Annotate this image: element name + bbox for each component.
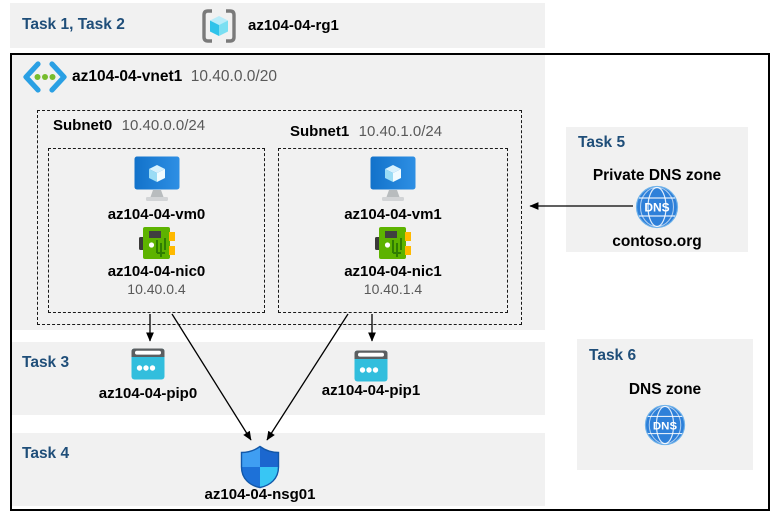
pip0-name: az104-04-pip0 <box>98 385 198 402</box>
subnet0-name: Subnet0 <box>53 117 113 134</box>
task1-2-band: Task 1, Task 2 az104-04-rg1 <box>10 3 545 48</box>
dns-icon-text: DNS <box>653 420 678 432</box>
private-dns-zone-title: Private DNS zone <box>592 167 722 184</box>
task3-band: Task 3 <box>10 342 545 415</box>
subnet1-name: Subnet1 <box>290 123 350 140</box>
vm0-name: az104-04-vm0 <box>107 206 206 223</box>
subnet1-cidr: 10.40.1.0/24 <box>358 123 443 140</box>
vm1-icon <box>370 156 416 203</box>
subnet0-cidr: 10.40.0.0/24 <box>121 117 206 134</box>
resource-group-icon <box>200 7 238 45</box>
subnet0-title: Subnet0 10.40.0.0/24 <box>53 117 205 135</box>
task3-label: Task 3 <box>22 354 70 371</box>
task5-box: Task 5 Private DNS zone DNS contoso.org <box>566 127 748 252</box>
task6-box: Task 6 DNS zone DNS <box>577 339 753 470</box>
pip1-icon <box>354 350 388 382</box>
private-dns-zone-name: contoso.org <box>612 233 702 250</box>
private-dns-zone-icon: DNS <box>635 185 679 229</box>
vnet-name: az104-04-vnet1 <box>72 68 183 85</box>
nic0-name: az104-04-nic0 <box>107 263 206 280</box>
nic0-icon <box>138 226 175 260</box>
nic1-icon <box>375 226 411 260</box>
subnet1-box: az104-04-vm1 az104-04-nic1 10.40.1.4 <box>278 148 508 313</box>
dns-zone-icon: DNS <box>644 404 686 446</box>
subnet0-box: az104-04-vm0 az104-04-nic0 10.40.0.4 <box>48 148 265 313</box>
task1-2-label: Task 1, Task 2 <box>22 16 125 33</box>
nic1-name: az104-04-nic1 <box>344 263 442 280</box>
nic0-ip: 10.40.0.4 <box>127 281 186 297</box>
nsg-shield-icon <box>240 445 280 489</box>
task6-label: Task 6 <box>589 347 637 364</box>
nsg-name: az104-04-nsg01 <box>204 486 316 503</box>
subnet1-title: Subnet1 10.40.1.0/24 <box>290 123 442 141</box>
dns-zone-title: DNS zone <box>628 381 702 398</box>
pip0-icon <box>131 348 165 380</box>
vm0-icon <box>134 156 180 203</box>
vm1-name: az104-04-vm1 <box>344 206 442 223</box>
virtual-network-icon <box>22 61 68 93</box>
dns-icon-text: DNS <box>644 201 669 215</box>
task5-label: Task 5 <box>578 134 626 151</box>
vnet-cidr: 10.40.0.0/20 <box>190 68 277 85</box>
task4-label: Task 4 <box>22 445 70 462</box>
nic1-ip: 10.40.1.4 <box>363 281 423 297</box>
vnet-title: az104-04-vnet1 10.40.0.0/20 <box>72 68 277 86</box>
vnet-block <box>10 53 545 330</box>
pip1-name: az104-04-pip1 <box>321 382 421 399</box>
resource-group-name: az104-04-rg1 <box>248 17 339 34</box>
